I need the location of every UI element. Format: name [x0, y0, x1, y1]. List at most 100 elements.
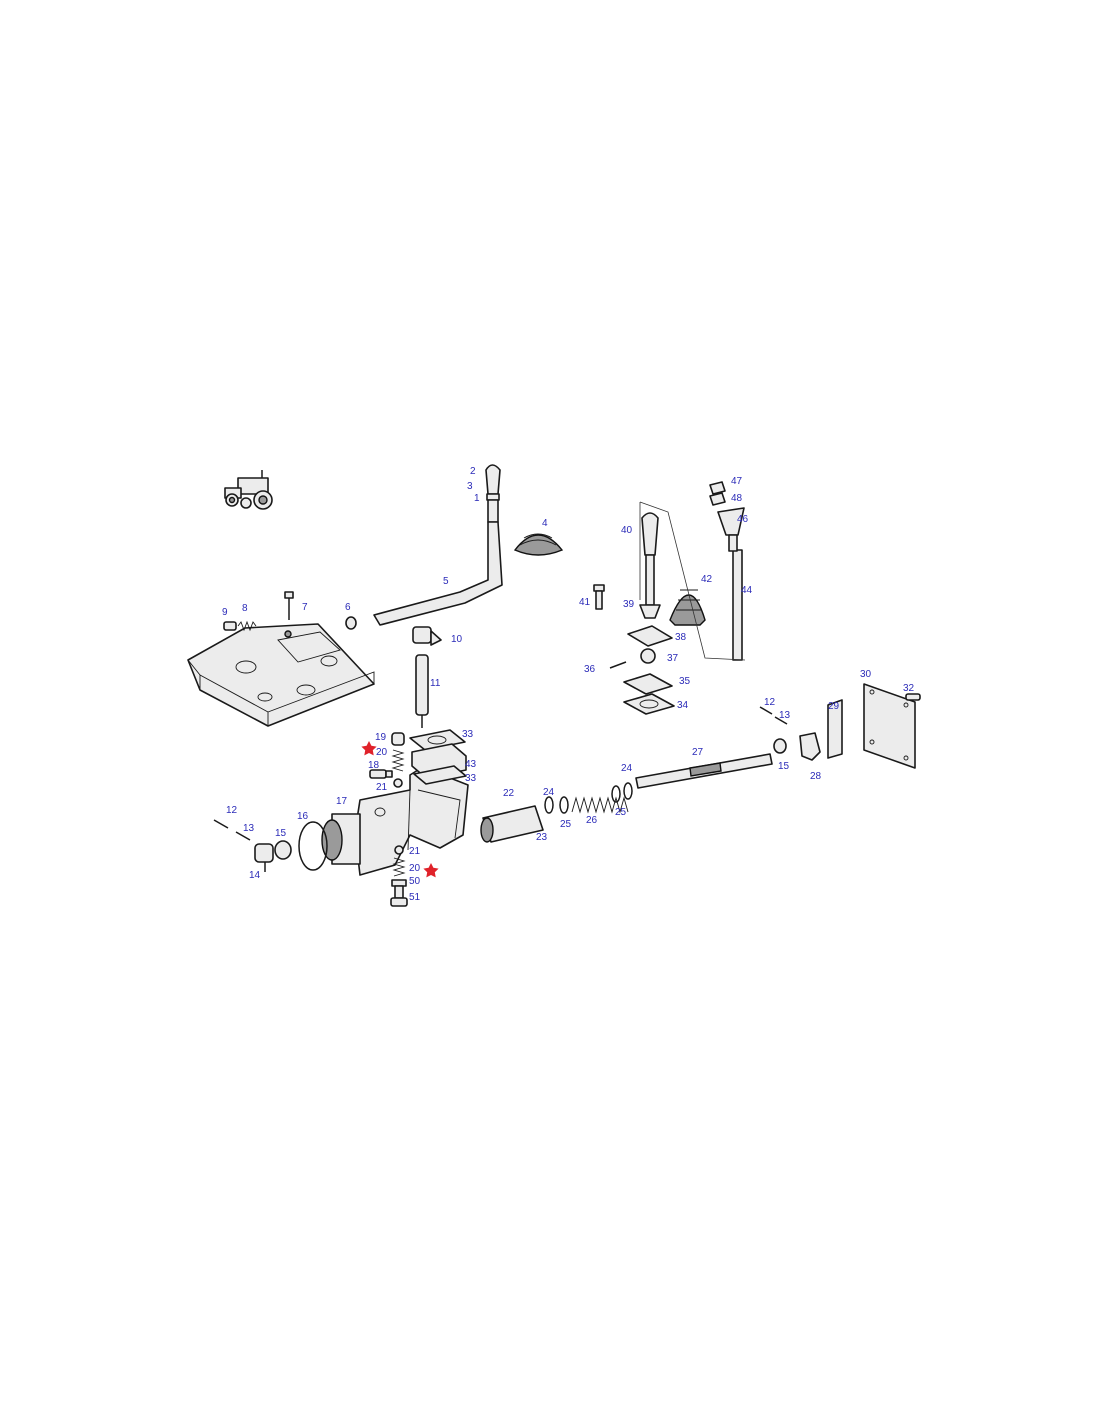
label-2: 2: [470, 466, 476, 477]
bellows-42: [669, 589, 706, 626]
spring-20-bottom: [392, 857, 406, 877]
ball-37: [640, 648, 656, 664]
label-48: 48: [731, 493, 743, 504]
spring-8: [237, 620, 257, 632]
bushing-15-right: [773, 738, 787, 754]
label-8: 8: [242, 603, 248, 614]
bushing-15-left: [274, 840, 292, 860]
label-21b: 21: [409, 846, 421, 857]
plate-38: [627, 625, 673, 647]
label-9: 9: [222, 607, 228, 618]
label-13a: 13: [243, 823, 255, 834]
seal-16: [298, 821, 328, 871]
label-6: 6: [345, 602, 351, 613]
label-26: 26: [586, 815, 598, 826]
cap-19: [391, 732, 405, 746]
shaft-11: [415, 654, 429, 728]
plate-34: [623, 693, 675, 715]
label-13b: 13: [779, 710, 791, 721]
label-47: 47: [731, 476, 743, 487]
label-24b: 24: [621, 763, 633, 774]
screw-18: [369, 769, 393, 779]
pin-12-right: [759, 706, 773, 715]
knob-46: [717, 507, 745, 552]
label-35: 35: [679, 676, 691, 687]
cover-plate-30: [863, 683, 916, 769]
label-25a: 25: [560, 819, 572, 830]
bolt-41: [593, 584, 605, 610]
nut-39: [639, 604, 661, 619]
washer-25-right: [611, 785, 621, 803]
label-40: 40: [621, 525, 633, 536]
label-34: 34: [677, 700, 689, 711]
dust-boot-4: [513, 533, 564, 556]
part-labels: 2 3 1 4 5 7 6 8 9 10 11 19 20 18 21 17 1…: [222, 466, 915, 903]
label-33a: 33: [462, 729, 474, 740]
bracket-28: [799, 732, 821, 761]
tractor-icon: [224, 470, 273, 510]
label-10: 10: [451, 634, 463, 645]
pin-13-left: [235, 831, 251, 841]
pin-12-left: [213, 819, 229, 829]
label-41: 41: [579, 597, 591, 608]
label-44: 44: [741, 585, 753, 596]
ball-21-top: [393, 778, 403, 788]
label-36: 36: [584, 664, 596, 675]
label-39: 39: [623, 599, 635, 610]
gear-lever-rod: [373, 521, 503, 626]
label-33b: 33: [465, 773, 477, 784]
gasket-33-top: [409, 729, 466, 751]
label-25b: 25: [615, 807, 627, 818]
label-24a: 24: [543, 787, 555, 798]
washer-25-left: [559, 796, 569, 814]
label-15a: 15: [275, 828, 287, 839]
label-19: 19: [375, 732, 387, 743]
star-marker-bottom: [423, 863, 439, 878]
label-43: 43: [465, 759, 477, 770]
bolt-7: [284, 591, 294, 620]
label-11: 11: [430, 678, 441, 689]
bolt-51: [390, 885, 408, 907]
label-22: 22: [503, 788, 515, 799]
label-21a: 21: [376, 782, 388, 793]
label-12b: 12: [764, 697, 776, 708]
plate-48: [709, 492, 726, 506]
end-fitting-14: [254, 843, 274, 872]
label-30: 30: [860, 669, 872, 680]
label-12a: 12: [226, 805, 238, 816]
transmission-cover: [187, 623, 375, 727]
ring-6: [345, 616, 357, 630]
gear-lever-knob: [485, 464, 501, 523]
label-51: 51: [409, 892, 421, 903]
label-50: 50: [409, 876, 421, 887]
label-18: 18: [368, 760, 380, 771]
lever-44: [732, 549, 743, 661]
label-20a: 20: [376, 747, 388, 758]
plate-47: [709, 481, 726, 495]
label-14: 14: [249, 870, 261, 881]
washer-50: [391, 879, 407, 887]
label-42: 42: [701, 574, 713, 585]
sleeve-22: [480, 805, 544, 843]
label-37: 37: [667, 653, 679, 664]
lever-40: [641, 512, 659, 606]
label-16: 16: [297, 811, 309, 822]
label-1: 1: [474, 493, 480, 504]
bolt-32: [905, 693, 921, 701]
selector-10: [412, 626, 442, 646]
shaft-27: [635, 753, 773, 789]
label-38: 38: [675, 632, 687, 643]
label-32: 32: [903, 683, 915, 694]
plate-35: [623, 673, 673, 695]
label-17: 17: [336, 796, 348, 807]
star-marker-top: [361, 741, 377, 756]
spring-20-top: [391, 749, 405, 772]
gasket-29: [827, 699, 843, 759]
label-27: 27: [692, 747, 704, 758]
label-28: 28: [810, 771, 822, 782]
label-4: 4: [542, 518, 548, 529]
pin-13-right: [774, 716, 788, 725]
pin-36: [609, 661, 627, 669]
label-29: 29: [828, 701, 840, 712]
